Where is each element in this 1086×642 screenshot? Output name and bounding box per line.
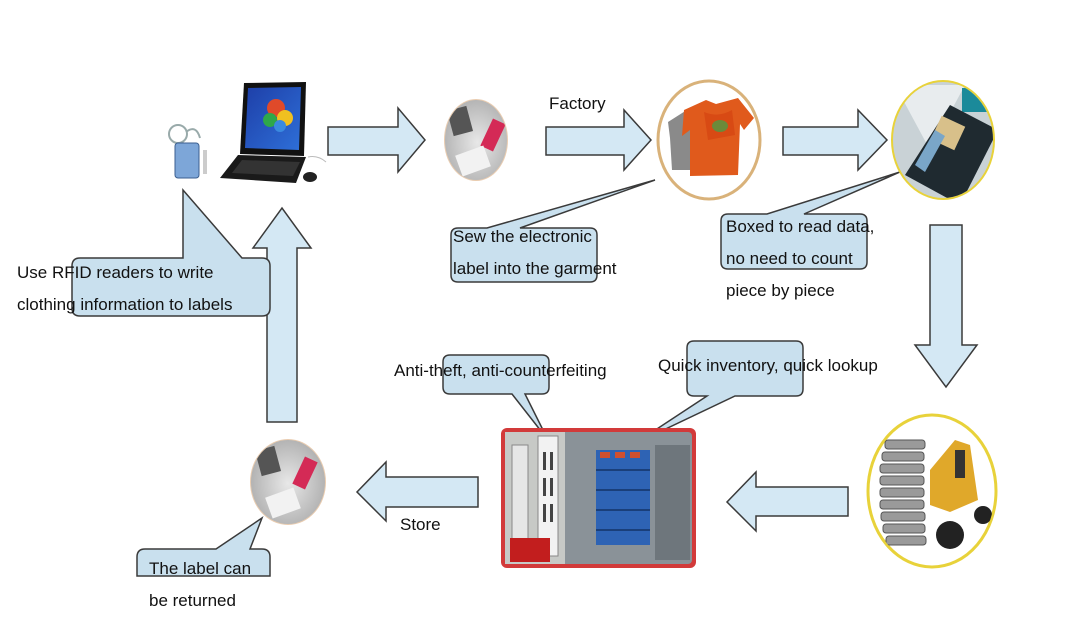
forklift-icon — [866, 413, 998, 569]
callout-inventory-text: Quick inventory, quick lookup — [658, 356, 878, 375]
rfid-label-tag-icon — [250, 439, 326, 525]
arrow-right-1 — [327, 105, 426, 175]
callout-write-text: Use RFID readers to write clothing infor… — [17, 263, 233, 314]
laptop-rfid-reader-icon — [168, 82, 327, 183]
edge-label-factory: Factory — [549, 94, 606, 113]
arrow-left-store — [355, 460, 479, 523]
callout-boxed-bubble — [720, 171, 901, 270]
callout-sew-bubble — [450, 179, 656, 283]
callout-antitheft-bubble — [442, 354, 550, 441]
arrow-left-1 — [725, 470, 849, 533]
callout-sew-text: Sew the electronic label into the garmen… — [453, 227, 617, 278]
callout-boxed-text: Boxed to read data, no need to count pie… — [726, 217, 875, 300]
box-reader-icon — [891, 80, 995, 200]
callout-returned-bubble — [136, 516, 271, 577]
rfid-label-tag-icon — [444, 99, 508, 181]
store-gate-shelves-icon — [501, 428, 696, 568]
callout-antitheft-text: Anti-theft, anti-counterfeiting — [394, 361, 607, 380]
arrow-right-factory — [545, 108, 653, 172]
arrow-down — [913, 224, 979, 389]
tshirt-icon — [656, 79, 762, 201]
callout-write-bubble — [71, 187, 271, 317]
edge-label-store: Store — [400, 515, 441, 534]
callout-returned-text: The label can be returned — [149, 559, 252, 610]
arrow-right-3 — [782, 108, 889, 172]
callout-inventory-bubble — [633, 340, 804, 445]
